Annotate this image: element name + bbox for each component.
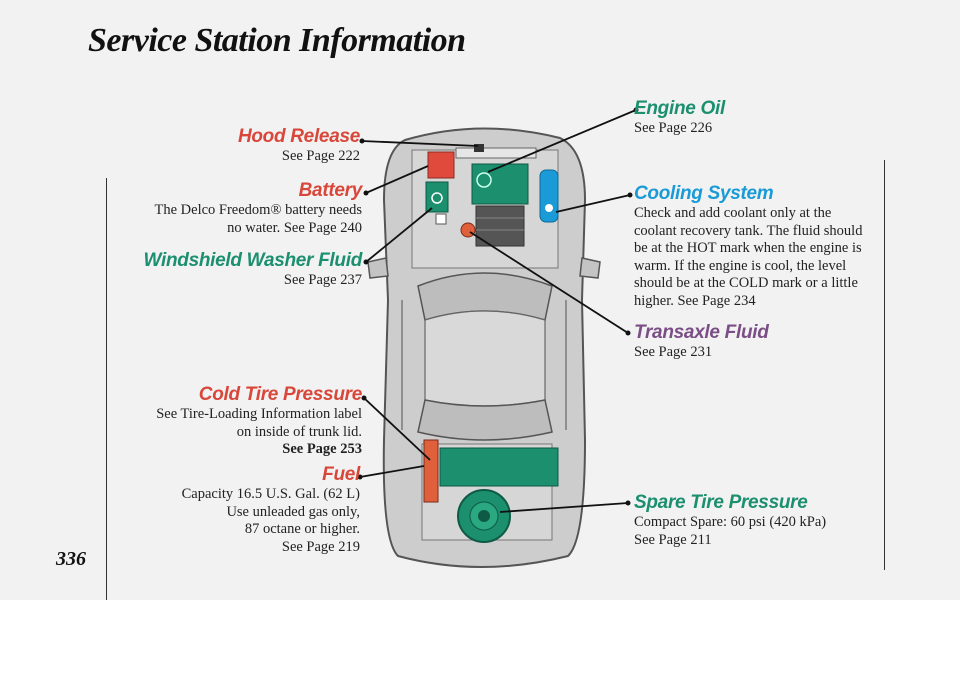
roof: [424, 310, 546, 407]
fuel-text-4: See Page 219: [281, 538, 360, 555]
label-engine-oil: Engine Oil See Page 226: [634, 98, 874, 138]
coolant-tank: [539, 169, 559, 223]
cooling-text-6: higher. See Page 234: [634, 292, 756, 309]
transaxle-heading: Transaxle Fluid: [634, 322, 769, 343]
cooling-text-2: coolant recovery tank. The fluid should: [634, 222, 863, 239]
label-washer-fluid: Windshield Washer Fluid See Page 237: [140, 250, 363, 290]
label-battery: Battery The Delco Freedom® battery needs…: [150, 180, 363, 237]
page-number: 336: [56, 548, 86, 570]
label-cold-tire-pressure: Cold Tire Pressure See Tire-Loading Info…: [120, 384, 362, 459]
transaxle-text: See Page 231: [634, 344, 713, 360]
tire-pressure-text-1: See Tire-Loading Information label: [156, 406, 362, 422]
manual-page: Service Station Information 336: [0, 0, 960, 600]
battery-text-2: no water. See Page 240: [227, 219, 362, 236]
fuel-text-3: 87 octane or higher.: [244, 521, 360, 537]
label-transaxle-fluid: Transaxle Fluid See Page 231: [634, 322, 874, 362]
car-diagram: [357, 107, 639, 568]
washer-fluid-heading: Windshield Washer Fluid: [143, 250, 363, 271]
tire-pressure-ref: See Page 253: [282, 441, 362, 457]
label-spare-tire: Spare Tire Pressure Compact Spare: 60 ps…: [634, 492, 878, 549]
fuel-text-2: Use unleaded gas only,: [226, 503, 360, 520]
right-mirror: [579, 257, 601, 279]
washer-fluid-text: See Page 237: [283, 272, 362, 288]
page-title: Service Station Information: [88, 22, 466, 59]
rear-window: [417, 399, 553, 441]
cooling-text-3: be at the HOT mark when the engine is: [634, 240, 862, 256]
washer-reservoir: [425, 181, 449, 213]
cooling-text-1: Check and add coolant only at the: [634, 205, 832, 221]
hood-release-heading: Hood Release: [237, 126, 360, 147]
tire-pressure-heading: Cold Tire Pressure: [198, 384, 363, 405]
hood-release-text: See Page 222: [281, 148, 360, 164]
battery-text-1: The Delco Freedom® battery needs: [154, 202, 363, 218]
battery-heading: Battery: [298, 180, 363, 201]
tire-label-sticker: [423, 439, 439, 503]
spare-tire-text-1: Compact Spare: 60 psi (420 kPa): [634, 514, 827, 530]
fuel-heading: Fuel: [322, 464, 360, 485]
fuel-text-1: Capacity 16.5 U.S. Gal. (62 L): [181, 486, 360, 502]
label-cooling-system: Cooling System Check and add coolant onl…: [634, 183, 878, 310]
label-hood-release: Hood Release See Page 222: [150, 126, 360, 166]
left-mirror: [367, 257, 389, 279]
right-rule: [884, 160, 885, 570]
spare-tire-text-2: See Page 211: [634, 531, 712, 548]
left-rule: [106, 178, 107, 600]
leader-lines: [359, 109, 637, 513]
cooling-text-4: warm. If the engine is cool, the level: [634, 257, 847, 274]
engine-oil-text: See Page 226: [634, 120, 713, 136]
tire-pressure-text-2: on inside of trunk lid.: [236, 423, 362, 440]
fuel-tank: [439, 447, 559, 487]
battery-box: [427, 151, 455, 179]
cooling-system-heading: Cooling System: [634, 183, 774, 204]
label-fuel: Fuel Capacity 16.5 U.S. Gal. (62 L) Use …: [120, 464, 361, 556]
spare-tire-heading: Spare Tire Pressure: [634, 492, 808, 513]
hood-latch: [474, 144, 484, 152]
engine-oil-heading: Engine Oil: [634, 98, 725, 119]
cooling-text-5: should be at the COLD mark or a little: [634, 275, 858, 291]
engine-block: [471, 163, 529, 205]
